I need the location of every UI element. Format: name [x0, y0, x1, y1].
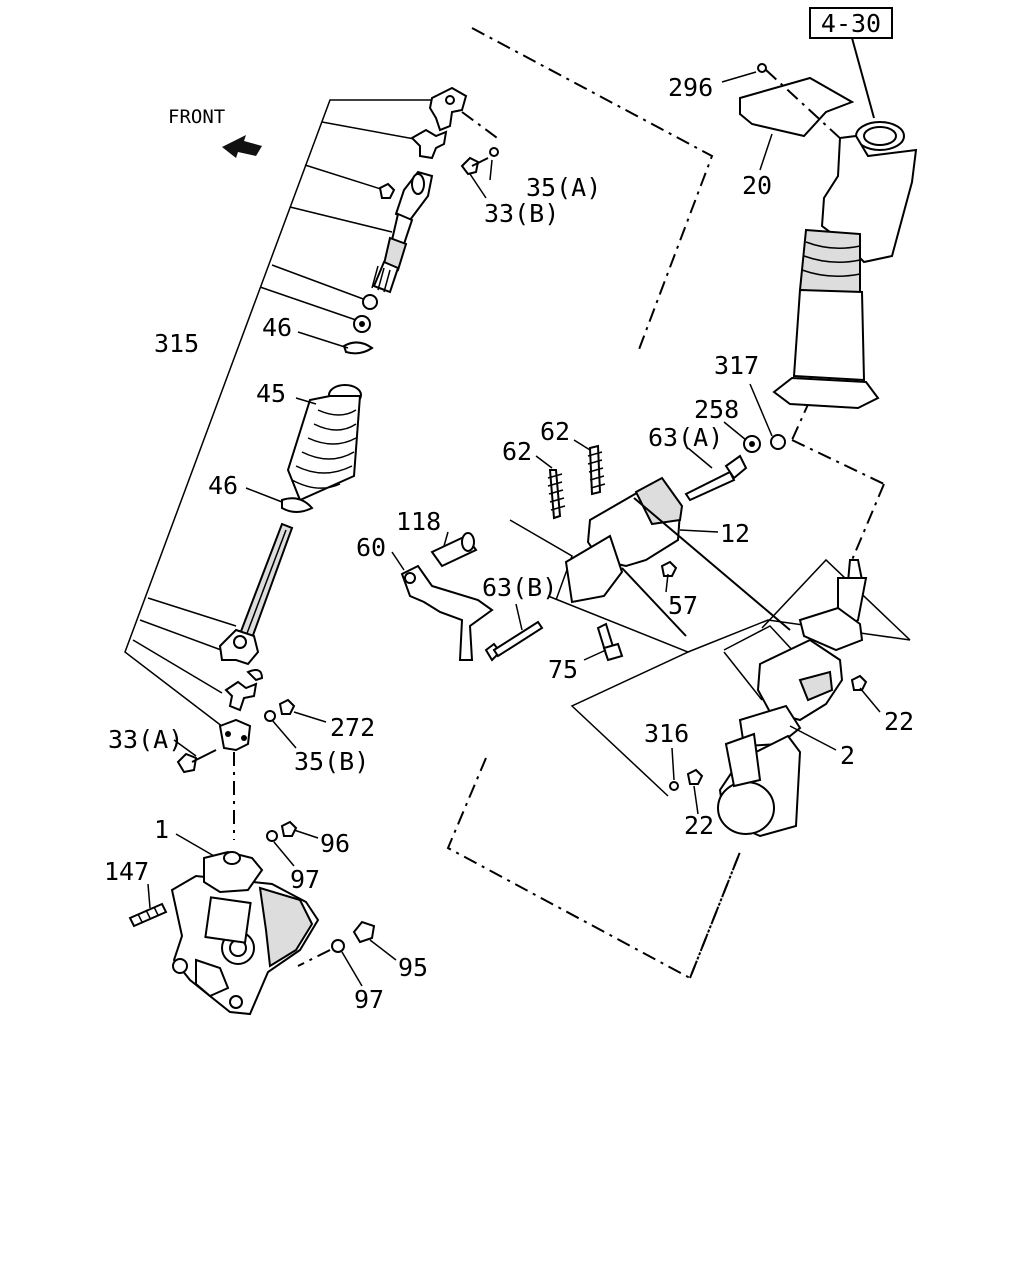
callout-22-bottom: 22 — [684, 811, 714, 840]
callout-97-top: 97 — [290, 865, 320, 894]
callout-317: 317 — [714, 351, 759, 380]
steering-gear-box[interactable] — [128, 820, 376, 1016]
callout-96: 96 — [320, 829, 350, 858]
reference-box[interactable]: 4-30 — [809, 7, 893, 119]
callout-95: 95 — [398, 953, 428, 982]
callout-labels: 296 20 35(A) 33(B) 315 46 45 46 317 258 … — [104, 73, 914, 1014]
callout-62-right: 62 — [540, 417, 570, 446]
callout-35a: 35(A) — [526, 173, 601, 202]
callout-33a: 33(A) — [108, 725, 183, 754]
callout-75: 75 — [548, 655, 578, 684]
callout-147: 147 — [104, 857, 149, 886]
collar[interactable] — [430, 532, 478, 568]
group-boundaries — [446, 27, 911, 980]
callout-63b: 63(B) — [482, 573, 557, 602]
callout-258: 258 — [694, 395, 739, 424]
callout-2: 2 — [840, 741, 855, 770]
front-label: FRONT — [168, 106, 225, 128]
callout-22-right: 22 — [884, 707, 914, 736]
callout-20: 20 — [742, 171, 772, 200]
callout-35b: 35(B) — [294, 747, 369, 776]
callout-63a: 63(A) — [648, 423, 723, 452]
lever-housing[interactable] — [669, 559, 868, 838]
callout-33b: 33(B) — [484, 199, 559, 228]
front-arrow-icon — [222, 135, 262, 158]
callout-97-bottom: 97 — [354, 985, 384, 1014]
callout-316: 316 — [644, 719, 689, 748]
callout-62-left: 62 — [502, 437, 532, 466]
callout-272: 272 — [330, 713, 375, 742]
callout-60: 60 — [356, 533, 386, 562]
callout-45: 45 — [256, 379, 286, 408]
callout-315: 315 — [154, 329, 199, 358]
control-lever-bracket[interactable] — [547, 434, 791, 637]
dust-boot — [286, 384, 362, 502]
bolt-75[interactable] — [596, 622, 624, 662]
callout-46-bottom: 46 — [208, 471, 238, 500]
lever-arm[interactable] — [400, 564, 494, 661]
front-indicator: FRONT — [168, 106, 262, 158]
reference-box-label: 4-30 — [821, 9, 881, 38]
callout-118: 118 — [396, 507, 441, 536]
callout-1: 1 — [154, 815, 169, 844]
leader-lines — [147, 71, 881, 987]
callout-296: 296 — [668, 73, 713, 102]
shift-lever-boot[interactable] — [739, 63, 918, 410]
callout-57: 57 — [668, 591, 698, 620]
callout-46-top: 46 — [262, 313, 292, 342]
callout-12: 12 — [720, 519, 750, 548]
steering-shaft-assembly — [124, 86, 501, 840]
bolt-63b[interactable] — [484, 620, 544, 662]
